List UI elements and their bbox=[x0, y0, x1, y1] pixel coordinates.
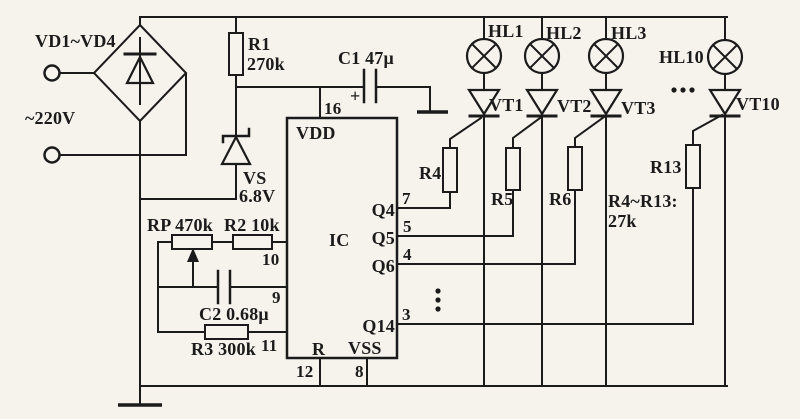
ic-label: IC bbox=[329, 230, 349, 250]
ic-vdd-label: VDD bbox=[296, 123, 336, 143]
wire-terminal-bottom bbox=[59, 73, 187, 156]
hl2-label: HL2 bbox=[546, 23, 582, 43]
hl10-label: HL10 bbox=[659, 47, 704, 67]
resistor-r2-body bbox=[232, 234, 273, 250]
thyristor-vt10 bbox=[708, 88, 742, 387]
q6-wire bbox=[396, 189, 576, 265]
pin4-label: 4 bbox=[403, 245, 412, 264]
ic-q5-label: Q5 bbox=[372, 228, 395, 248]
capacitor-c1 bbox=[235, 68, 448, 119]
pin16-label: 16 bbox=[324, 99, 341, 118]
rp-wiper-arrow-icon bbox=[187, 248, 199, 262]
top-rail bbox=[139, 16, 728, 26]
lamp-hl10 bbox=[706, 16, 744, 91]
bridge-label: VD1~VD4 bbox=[35, 31, 116, 51]
ac-terminal-top bbox=[43, 64, 61, 82]
vt2-label: VT2 bbox=[557, 96, 592, 116]
resistor-r4-body bbox=[442, 147, 458, 193]
vt2-gate-wire bbox=[512, 116, 542, 149]
pin10-label: 10 bbox=[262, 250, 279, 269]
hl3-label: HL3 bbox=[611, 23, 647, 43]
lamp-hl2 bbox=[523, 16, 561, 91]
gate-resistor-note-line1: R4~R13: bbox=[608, 191, 678, 211]
lamp-hl3-cross bbox=[592, 42, 620, 70]
ic-reset-label: R bbox=[312, 339, 326, 359]
vt10-label: VT10 bbox=[736, 94, 780, 114]
r3-label: R3 300k bbox=[191, 339, 256, 359]
ac-terminal-bottom bbox=[43, 146, 61, 164]
vt10-gate-wire bbox=[692, 113, 724, 146]
pin3-label: 3 bbox=[402, 305, 411, 324]
ic-body bbox=[285, 116, 399, 360]
c1-label: C1 47μ bbox=[338, 48, 394, 68]
ac-voltage-label: ~220V bbox=[25, 108, 75, 128]
ellipsis-vertical bbox=[435, 288, 441, 312]
r1-body bbox=[228, 32, 244, 76]
timing-network bbox=[157, 234, 288, 340]
vt2-triangle bbox=[525, 88, 559, 117]
c1-polarity: + bbox=[350, 86, 360, 106]
r13-label: R13 bbox=[650, 157, 682, 177]
pin12-label: 12 bbox=[296, 362, 313, 381]
lamp-hl2-cross bbox=[528, 42, 556, 70]
vs-value: 6.8V bbox=[239, 186, 275, 206]
rp-label: RP 470k bbox=[147, 215, 213, 235]
vs-triangle bbox=[220, 134, 252, 166]
resistor-r5-body bbox=[505, 147, 521, 191]
hl1-label: HL1 bbox=[488, 21, 524, 41]
ic-vss-label: VSS bbox=[348, 338, 382, 358]
thyristor-vt1 bbox=[467, 88, 501, 387]
vt10-triangle bbox=[708, 88, 742, 117]
c1-negative-wire bbox=[375, 86, 431, 112]
vt1-gate-wire bbox=[449, 116, 483, 149]
resistor-r13-body bbox=[685, 144, 701, 189]
resistor-r1 bbox=[228, 16, 244, 137]
vt1-label: VT1 bbox=[489, 95, 524, 115]
r5-label: R5 bbox=[491, 189, 513, 209]
lamp-hl1 bbox=[465, 16, 503, 91]
vt3-gate-wire bbox=[574, 115, 606, 148]
pin5-label: 5 bbox=[403, 217, 412, 236]
power-rails bbox=[118, 16, 728, 407]
resistor-r3-body bbox=[204, 324, 249, 340]
resistor-r6-body bbox=[567, 146, 583, 191]
zener-vs bbox=[139, 127, 252, 200]
r4-label: R4 bbox=[419, 163, 441, 183]
c2-label: C2 0.68μ bbox=[199, 304, 269, 324]
q4-wire bbox=[396, 191, 451, 209]
ic-counter bbox=[285, 116, 399, 387]
lamp-hl1-cross bbox=[470, 42, 498, 70]
pin9-label: 9 bbox=[272, 288, 281, 307]
gate-resistor-note-line2: 27k bbox=[608, 211, 637, 231]
ic-q14-label: Q14 bbox=[362, 316, 395, 336]
q5-wire bbox=[396, 189, 514, 237]
thyristor-vt2 bbox=[525, 88, 559, 387]
output-network bbox=[396, 113, 724, 325]
pin11-label: 11 bbox=[261, 336, 277, 355]
lamp-hl10-cross bbox=[711, 43, 739, 71]
ic-q4-label: Q4 bbox=[372, 200, 395, 220]
vt3-triangle bbox=[589, 88, 623, 117]
pin7-label: 7 bbox=[402, 189, 411, 208]
ac-input bbox=[43, 64, 187, 164]
r6-label: R6 bbox=[549, 189, 571, 209]
bridge-diode-triangle bbox=[125, 54, 155, 85]
ellipsis-horizontal bbox=[671, 87, 695, 93]
vt1-triangle bbox=[467, 88, 501, 117]
pin8-label: 8 bbox=[355, 362, 364, 381]
r2-label: R2 10k bbox=[224, 215, 280, 235]
lamp-hl3 bbox=[587, 16, 625, 91]
ic-q6-label: Q6 bbox=[372, 256, 395, 276]
vt3-label: VT3 bbox=[621, 98, 656, 118]
r1-value: 270k bbox=[247, 54, 285, 74]
r1-name: R1 bbox=[248, 34, 270, 54]
q14-wire bbox=[396, 187, 694, 325]
potentiometer-rp-body bbox=[171, 234, 213, 250]
thyristor-vt3 bbox=[589, 88, 623, 387]
vs-name: VS bbox=[243, 168, 266, 188]
